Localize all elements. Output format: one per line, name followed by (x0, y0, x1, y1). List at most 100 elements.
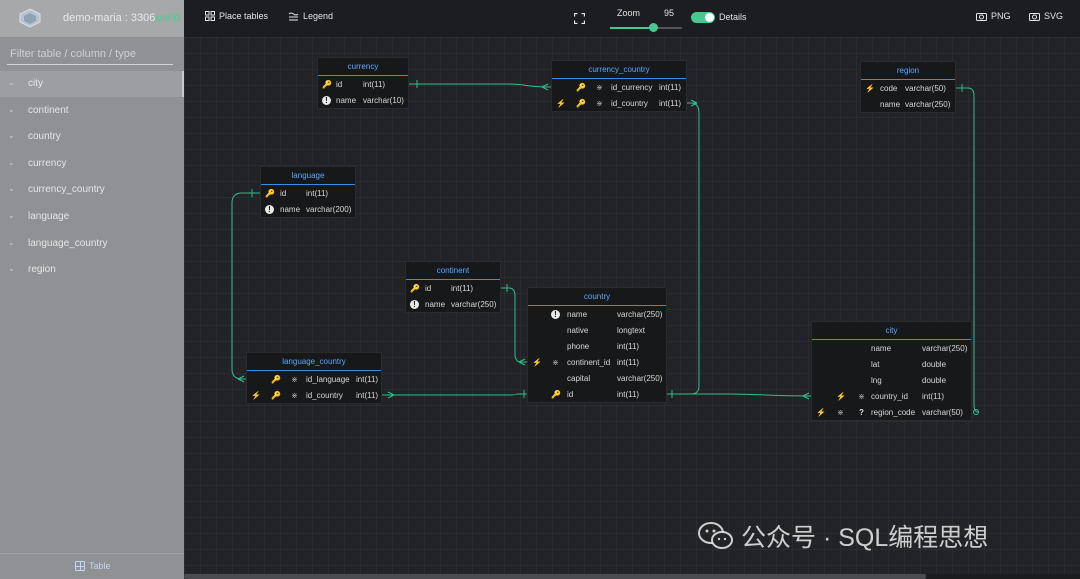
details-toggle[interactable] (691, 12, 715, 23)
column-name: id_country (306, 391, 343, 400)
zoom-slider[interactable] (610, 23, 682, 32)
table-title[interactable]: currency (318, 58, 408, 76)
edge-language-country-country (382, 393, 527, 396)
table-title[interactable]: region (861, 62, 955, 80)
table-title[interactable]: currency_country (552, 61, 686, 79)
sidebar-item-language[interactable]: ⌄language (0, 204, 184, 230)
column-name: code (880, 84, 898, 93)
edge-language-language-country (231, 192, 260, 380)
relation-lines (231, 80, 979, 415)
fit-screen-icon[interactable] (574, 13, 585, 24)
horizontal-scrollbar[interactable] (184, 574, 1080, 579)
camera-icon (976, 12, 987, 21)
sidebar-item-region[interactable]: ⌄region (0, 257, 184, 283)
export-png-button[interactable]: PNG (976, 11, 1011, 21)
edge-continent-country (501, 287, 527, 363)
sidebar-item-label: currency (28, 157, 67, 169)
bolt-icon: ⚡ (836, 392, 846, 401)
table-title[interactable]: continent (406, 262, 500, 280)
sidebar-item-continent[interactable]: ⌄continent (0, 98, 184, 124)
table-title[interactable]: language (261, 167, 355, 185)
edge-country-city (667, 393, 812, 397)
zoom-value: 95 (664, 8, 675, 18)
table-title[interactable]: city (812, 322, 971, 340)
sidebar-item-city[interactable]: ⌄city (0, 71, 184, 97)
sidebar-item-currency[interactable]: ⌄currency (0, 151, 184, 177)
column-name: country_id (871, 392, 908, 401)
watermark-text: 公众号 · SQL编程思想 (741, 524, 989, 552)
column-name: id (425, 284, 432, 293)
column-type: varchar(10) (363, 96, 404, 105)
sidebar-item-currency-country[interactable]: ⌄currency_country (0, 177, 184, 203)
connection-name[interactable]: demo-maria : 3306 (63, 12, 156, 24)
filter-input[interactable] (7, 43, 173, 65)
column-type: double (922, 360, 947, 369)
column-type: int(11) (922, 392, 945, 401)
fingerprint-icon: ⋇ (596, 83, 603, 92)
zoom-slider-thumb[interactable] (648, 23, 658, 32)
key-icon: 🔑 (576, 83, 586, 92)
scrollbar-thumb[interactable] (184, 574, 926, 579)
legend-button[interactable]: Legend (288, 11, 333, 21)
export-svg-button[interactable]: SVG (1029, 11, 1063, 21)
png-label: PNG (991, 11, 1011, 21)
fingerprint-icon: ⋇ (837, 408, 844, 417)
bolt-icon: ⚡ (816, 408, 826, 417)
sidebar-item-label: continent (28, 104, 69, 116)
sidebar-item-country[interactable]: ⌄country (0, 124, 184, 150)
column-type: int(11) (363, 80, 386, 89)
info-icon: ! (410, 300, 419, 309)
many-marker-icon (802, 392, 810, 400)
many-marker-icon (387, 391, 395, 399)
place-tables-button[interactable]: Place tables (205, 11, 268, 21)
sidebar-item-language-country[interactable]: ⌄language_country (0, 231, 184, 257)
column-type: int(11) (356, 391, 379, 400)
sidebar-item-label: region (28, 264, 56, 276)
column-type: varchar(250) (905, 100, 951, 109)
column-name: id (280, 189, 287, 198)
column-type: varchar(250) (617, 374, 663, 383)
wechat-icon (698, 522, 733, 549)
column-name: continent_id (567, 358, 611, 367)
fingerprint-icon: ⋇ (552, 358, 559, 367)
column-type: varchar(50) (905, 84, 946, 93)
sidebar-footer[interactable]: Table (0, 553, 184, 579)
zoom-slider-fill (610, 27, 653, 29)
table-title[interactable]: country (528, 288, 666, 306)
schema-name[interactable]: world (154, 12, 181, 24)
table-title[interactable]: language_country (247, 353, 381, 371)
info-icon: ! (265, 205, 274, 214)
